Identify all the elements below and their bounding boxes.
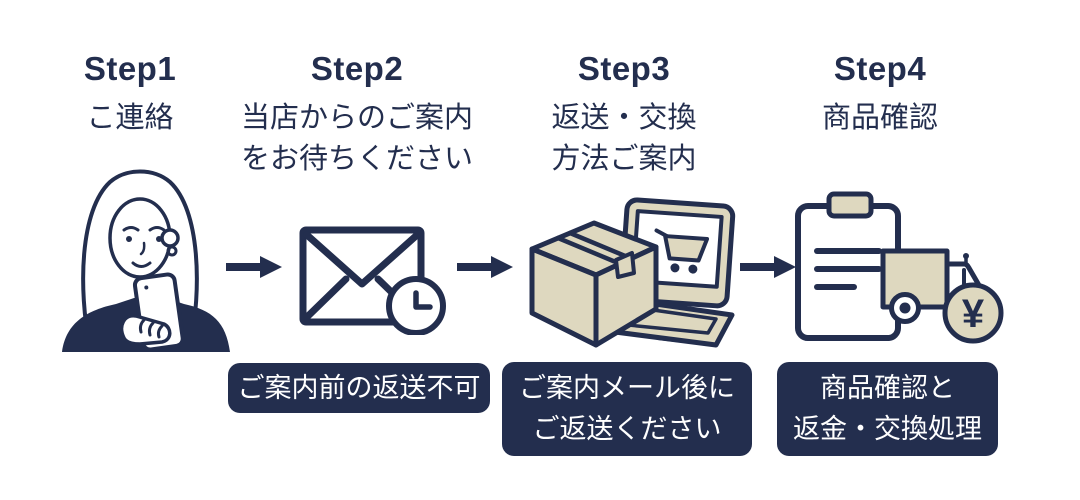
step2-heading: Step2 当店からのご案内 をお待ちください bbox=[228, 50, 486, 180]
step4-subtitle-line: 商品確認 bbox=[821, 102, 938, 134]
arrow-right-icon bbox=[740, 252, 796, 282]
step3-subtitle-line: 返送・交換 bbox=[551, 102, 697, 134]
step4-heading: Step4 商品確認 bbox=[770, 50, 990, 139]
step3-title: Step3 bbox=[577, 50, 671, 87]
step1-subtitle-line: こ連絡 bbox=[86, 102, 174, 134]
step2-subtitle-line: をお待ちください bbox=[240, 143, 473, 175]
note-badge-step2: ご案内前の返送不可 bbox=[228, 363, 490, 413]
arrow-right-icon bbox=[226, 252, 282, 282]
shipping-box-and-laptop-svg bbox=[529, 197, 736, 348]
envelope-with-clock-icon bbox=[296, 220, 448, 335]
step1-heading: Step1 こ連絡 bbox=[40, 50, 220, 139]
clipboard-and-delivery-truck-yen-icon: ¥ bbox=[790, 190, 1006, 353]
step2-subtitle-line: 当店からのご案内 bbox=[240, 102, 473, 134]
shipping-box-and-laptop-cart-icon bbox=[518, 197, 744, 353]
clipboard-and-truck-svg: ¥ bbox=[795, 191, 1004, 344]
woman-with-smartphone-icon bbox=[60, 158, 232, 352]
note-badge-step4: 商品確認と 返金・交換処理 bbox=[777, 362, 998, 456]
badge-line: 返金・交換処理 bbox=[793, 414, 982, 444]
step2-title: Step2 bbox=[310, 50, 404, 87]
step3-subtitle-line: 方法ご案内 bbox=[551, 143, 697, 175]
note-badge-step3: ご案内メール後に ご返送ください bbox=[502, 362, 752, 456]
step3-heading: Step3 返送・交換 方法ご案内 bbox=[518, 50, 730, 180]
badge-line: 商品確認と bbox=[820, 373, 955, 403]
badge-line: ご案内メール後に bbox=[519, 373, 735, 403]
arrow-right-icon bbox=[457, 252, 513, 282]
badge-line: ご案内前の返送不可 bbox=[237, 372, 481, 403]
badge-line: ご返送ください bbox=[532, 414, 722, 444]
yen-symbol: ¥ bbox=[962, 292, 985, 336]
woman-with-smartphone-svg bbox=[62, 169, 230, 352]
step1-title: Step1 bbox=[83, 50, 177, 87]
envelope-with-clock-svg bbox=[299, 226, 446, 335]
step4-title: Step4 bbox=[833, 50, 927, 87]
